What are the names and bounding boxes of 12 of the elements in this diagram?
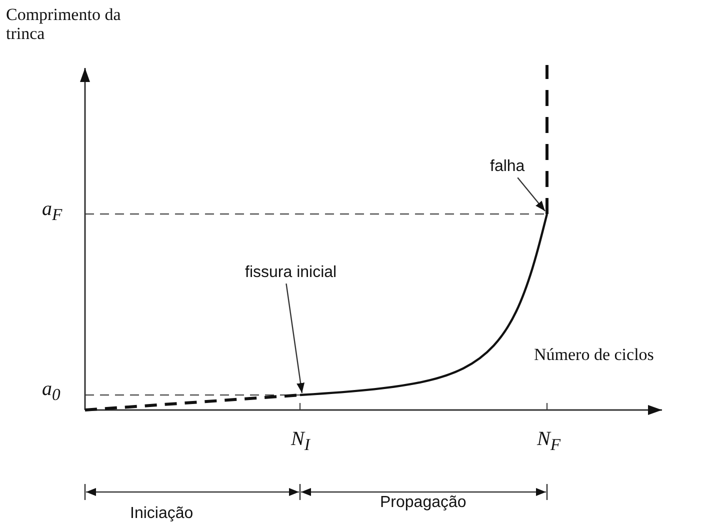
axis-value-label: a$_{F}$ [42,198,62,224]
axis-value-label: a$_{0}$ [42,378,60,404]
axis-title: Comprimento da trinca [6,6,122,44]
axis-value-label: N$_{I}$ [291,428,310,454]
leader-line [286,284,305,394]
axis-title: Número de ciclos [534,346,654,365]
phase-label: Iniciação [130,505,194,523]
phase-label: Propagação [380,494,466,512]
leader-line [517,177,546,212]
axis-value-label: N$_{F}$ [537,428,561,454]
callout-text: fissura inicial [245,264,337,282]
callout-text: falha [490,158,525,176]
